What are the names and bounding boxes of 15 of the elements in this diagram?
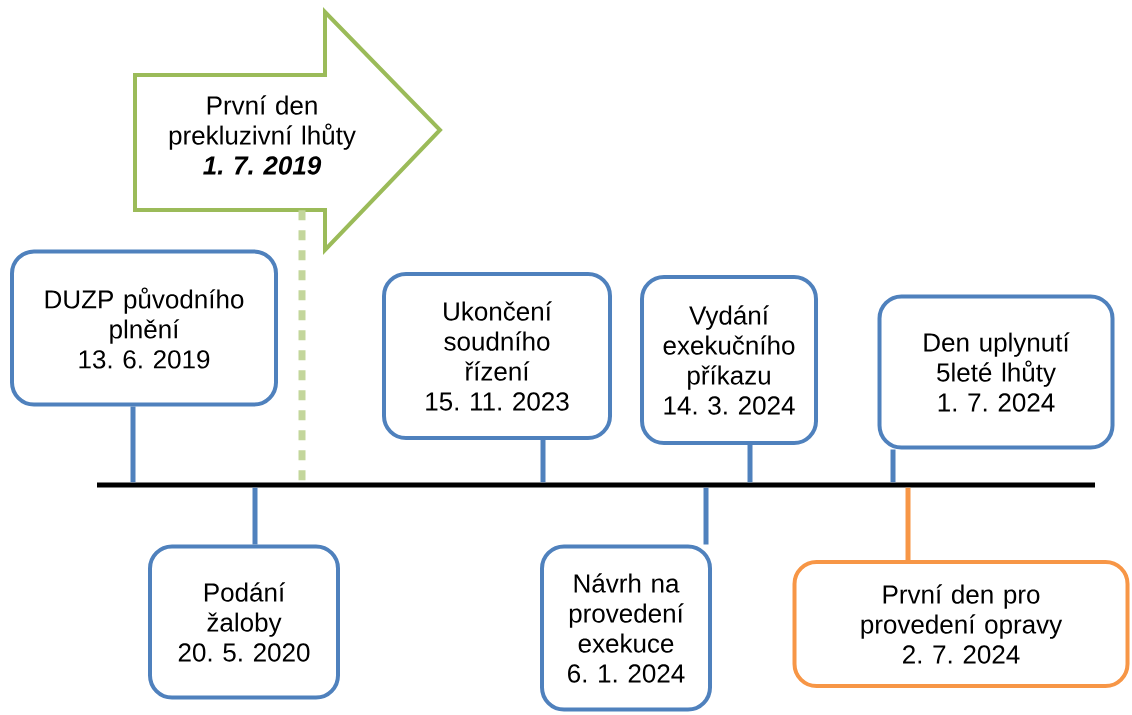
event-box: Vydání exekučního příkazu 14. 3. 2024 (640, 275, 818, 445)
connector-line (747, 445, 753, 483)
connector-line (890, 449, 896, 483)
event-box: Den uplynutí 5leté lhůty 1. 7. 2024 (877, 294, 1115, 450)
connector-line (130, 406, 136, 483)
connector-line (252, 487, 258, 545)
timeline (97, 482, 1095, 488)
connector-line (540, 440, 546, 483)
event-box: DUZP původního plnění 13. 6. 2019 (10, 249, 278, 407)
connector-line (905, 487, 911, 560)
connector-line (703, 487, 709, 545)
event-box: Návrh na provedení exekuce 6. 1. 2024 (540, 544, 712, 712)
event-box: Podání žaloby 20. 5. 2020 (148, 544, 340, 700)
event-box: První den pro provedení opravy 2. 7. 2024 (792, 560, 1130, 688)
event-box: Ukončení soudního řízení 15. 11. 2023 (382, 272, 612, 440)
